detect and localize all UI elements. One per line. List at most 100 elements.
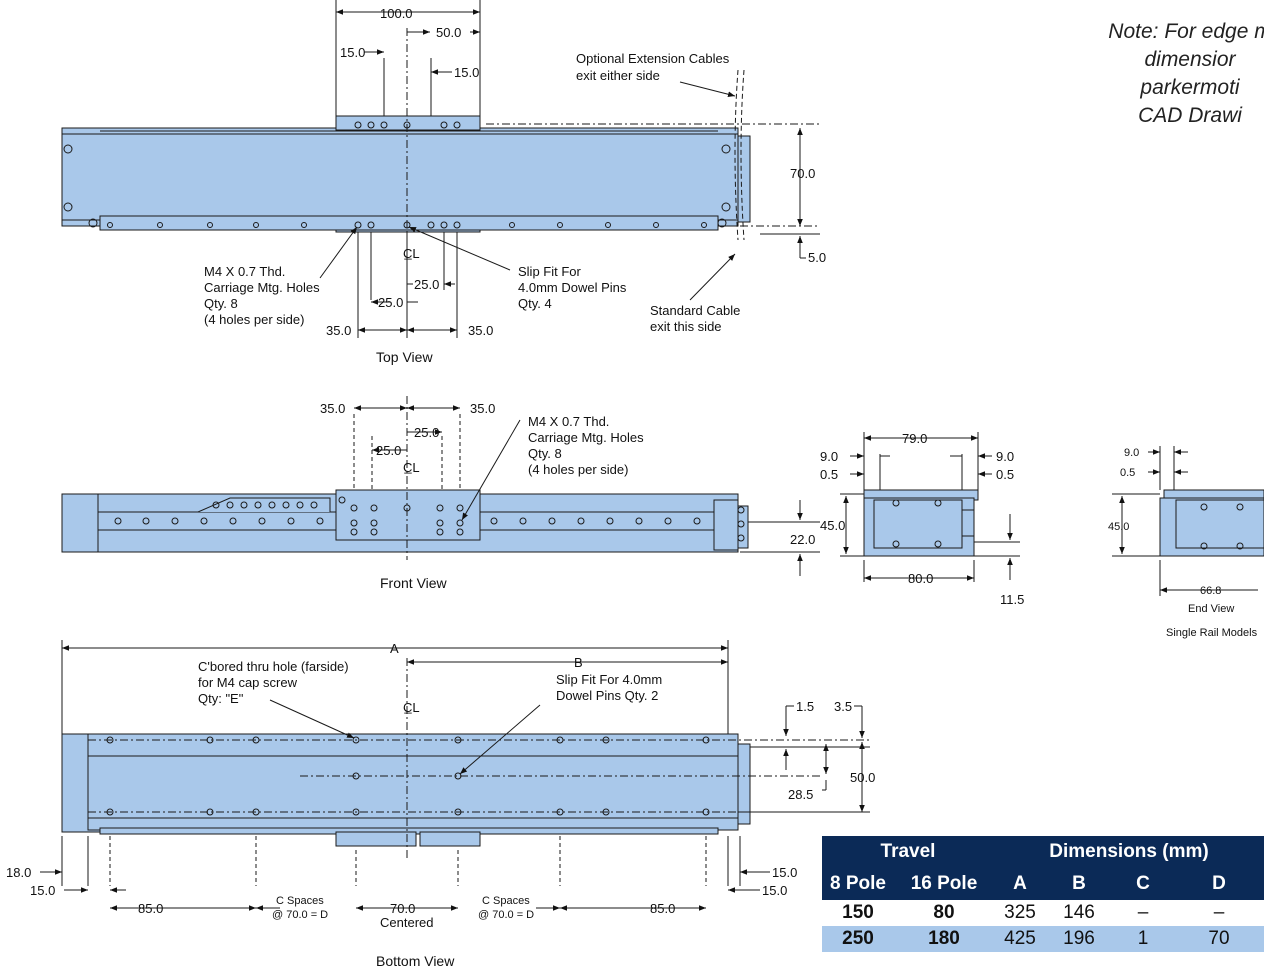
bottom-view-body (87, 733, 739, 831)
table-row: 150 80 325 146 – – (822, 900, 1264, 926)
bottom-dim-15-r2: 15.0 (762, 883, 787, 898)
front-ann-2: Carriage Mtg. Holes (528, 430, 644, 445)
front-dim-25-a: 25.0 (414, 425, 439, 440)
ann-std-cable-2: exit this side (650, 319, 722, 334)
top-view (61, 0, 820, 338)
col-B: B (1046, 868, 1112, 900)
single-rail-body (1159, 497, 1264, 557)
ann-dowel-2: 4.0mm Dowel Pins (518, 280, 627, 295)
bottom-dim-15-left: 15.0 (30, 883, 55, 898)
ann-cbore-2: for M4 cap screw (198, 675, 298, 690)
cell-8-pole: 250 (822, 926, 894, 952)
bottom-dim-1-5: 1.5 (796, 699, 814, 714)
top-view-body (61, 127, 739, 227)
bottom-view (40, 640, 870, 911)
dim-25-a: 25.0 (414, 277, 439, 292)
front-dim-25-b: 25.0 (376, 443, 401, 458)
single-rail-view (1112, 446, 1264, 596)
note-line-4: CAD Drawi (1138, 104, 1242, 127)
bottom-holes (106, 736, 710, 816)
table-group-header-row: Travel Dimensions (mm) (822, 836, 1264, 868)
header-travel: Travel (822, 836, 994, 868)
end-view-labels: 79.0 9.0 9.0 0.5 0.5 45.0 80.0 11.5 (820, 431, 1024, 607)
dim-15-right: 15.0 (454, 65, 479, 80)
bottom-carriage-1 (335, 831, 417, 847)
sr-subtitle: Single Rail Models (1166, 627, 1258, 639)
cell-A: 425 (994, 926, 1046, 952)
ann-ext-cable-1: Optional Extension Cables (576, 51, 730, 66)
note-line-3: parkermoti (1140, 76, 1240, 99)
bottom-centerline: C̲L (403, 700, 420, 715)
bottom-view-title: Bottom View (376, 953, 455, 969)
cell-D: 70 (1174, 926, 1264, 952)
top-view-title: Top View (376, 349, 433, 365)
table-row: 250 180 425 196 1 70 (822, 926, 1264, 952)
bottom-dim-18: 18.0 (6, 865, 31, 880)
ann-cspace-right-2: @ 70.0 = D (478, 909, 534, 921)
bottom-carriage-2 (419, 831, 481, 847)
front-ann-3: Qty. 8 (528, 446, 562, 461)
ann-cspace-left-2: @ 70.0 = D (272, 909, 328, 921)
end-dim-80: 80.0 (908, 571, 933, 586)
end-dim-05-left: 0.5 (820, 467, 838, 482)
bottom-dim-A: A (390, 641, 399, 656)
bottom-view-labels: A B 1.5 3.5 50.0 28.5 18.0 15.0 85.0 70.… (6, 641, 875, 969)
col-D: D (1174, 868, 1264, 900)
ann-centered: Centered (380, 915, 433, 930)
header-dimensions: Dimensions (mm) (994, 836, 1264, 868)
sr-dim-9: 9.0 (1124, 447, 1139, 459)
dim-50: 50.0 (436, 25, 461, 40)
end-dim-79: 79.0 (902, 431, 927, 446)
cell-8-pole: 150 (842, 902, 874, 923)
ann-cspace-left-1: C Spaces (276, 895, 324, 907)
dim-15-left: 15.0 (340, 45, 365, 60)
sr-title: End View (1188, 603, 1234, 615)
bottom-dim-B: B (574, 655, 583, 670)
dim-100: 100.0 (380, 6, 413, 21)
dim-25-b: 25.0 (378, 295, 403, 310)
ann-mtg-holes-4: (4 holes per side) (204, 312, 304, 327)
bottom-dim-28-5: 28.5 (788, 787, 813, 802)
ann-cspace-right-1: C Spaces (482, 895, 530, 907)
dim-35-a: 35.0 (326, 323, 351, 338)
front-view-carriage (335, 489, 481, 541)
note-line-1: Note: For edge m (1108, 20, 1264, 43)
ann-mtg-holes-3: Qty. 8 (204, 296, 238, 311)
end-dim-05-right: 0.5 (996, 467, 1014, 482)
front-view (61, 396, 820, 576)
cad-note: Note: For edge m dimensior parkermoti CA… (1060, 18, 1264, 130)
note-line-2: dimensior (1144, 48, 1236, 71)
col-16-pole: 16 Pole (894, 868, 994, 900)
sr-dim-05: 0.5 (1120, 467, 1135, 479)
cell-B: 146 (1063, 902, 1095, 923)
bottom-dim-3-5: 3.5 (834, 699, 852, 714)
single-rail-labels: 9.0 0.5 45.0 66.8 End View Single Rail M… (1108, 447, 1258, 639)
end-dim-45: 45.0 (820, 518, 845, 533)
ann-dowel-b-2: Dowel Pins Qty. 2 (556, 688, 658, 703)
top-view-carriage (335, 115, 481, 131)
dimensions-table: Travel Dimensions (mm) 8 Pole 16 Pole A … (822, 836, 1264, 952)
ann-ext-cable-2: exit either side (576, 68, 660, 83)
front-ann-4: (4 holes per side) (528, 462, 628, 477)
front-centerline: C̲L (403, 460, 420, 475)
ann-mtg-holes-1: M4 X 0.7 Thd. (204, 264, 285, 279)
end-dim-9-right: 9.0 (996, 449, 1014, 464)
cell-D: – (1213, 902, 1225, 923)
bottom-dim-50: 50.0 (850, 770, 875, 785)
sr-dim-66-8: 66.8 (1200, 585, 1221, 597)
cell-16-pole: 80 (933, 902, 955, 923)
front-dim-35-a: 35.0 (320, 401, 345, 416)
front-dim-22: 22.0 (790, 532, 815, 547)
end-dim-9-left: 9.0 (820, 449, 838, 464)
col-C: C (1112, 868, 1174, 900)
end-view (840, 432, 1020, 582)
table-column-header-row: 8 Pole 16 Pole A B C D (822, 868, 1264, 900)
cell-A: 325 (1004, 902, 1036, 923)
ann-cbore-1: C'bored thru hole (farside) (198, 659, 349, 674)
sr-dim-45: 45.0 (1108, 521, 1129, 533)
top-carriage-holes (107, 121, 707, 229)
dim-35-b: 35.0 (468, 323, 493, 338)
ann-mtg-holes-2: Carriage Mtg. Holes (204, 280, 320, 295)
end-dim-11-5: 11.5 (1000, 592, 1024, 607)
